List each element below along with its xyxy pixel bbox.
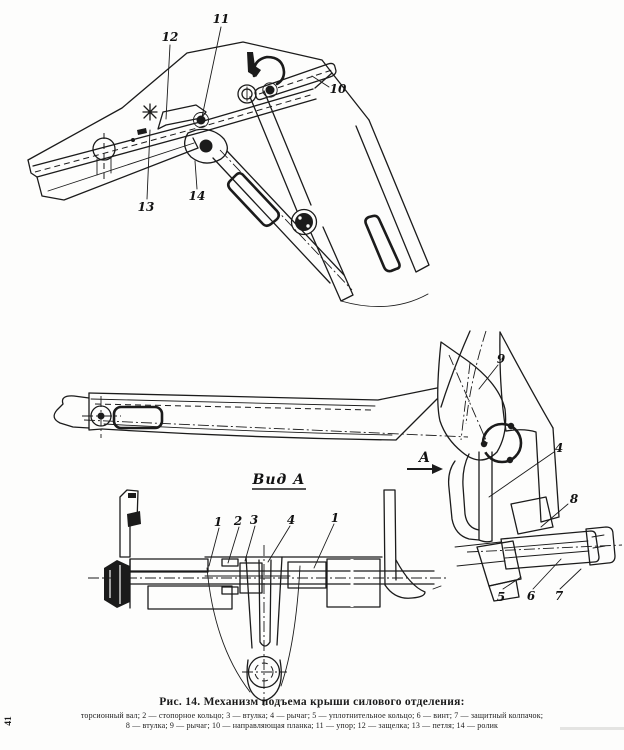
callout-1-left: 1 — [214, 515, 222, 529]
callout-3: 3 — [250, 513, 258, 527]
callout-5: 5 — [497, 590, 505, 604]
view-direction-label: А — [418, 450, 431, 466]
callout-11: 11 — [213, 12, 230, 26]
section-view-drawing: Вид А — [88, 472, 448, 706]
callout-2: 2 — [233, 514, 242, 528]
callout-9: 9 — [497, 352, 506, 366]
callout-4-section: 4 — [287, 513, 295, 527]
figure-caption: Рис. 14. Механизм подъема крыши силового… — [0, 696, 624, 730]
callout-8: 8 — [570, 492, 579, 506]
side-view-drawing: А 9 4 8 5 6 7 — [53, 330, 623, 604]
callout-14: 14 — [189, 189, 206, 203]
callout-10: 10 — [330, 82, 347, 96]
callout-12: 12 — [162, 30, 179, 44]
page-number: 41 — [4, 716, 14, 726]
figure-caption-title: Рис. 14. Механизм подъема крыши силового… — [159, 696, 465, 708]
figure-legend-line1: торсионный вал; 2 — стопорное кольцо; 3 … — [80, 711, 544, 720]
top-view-drawing: 12 11 10 13 14 — [27, 12, 430, 308]
callout-4-side: 4 — [555, 441, 563, 455]
view-direction-arrow-icon — [432, 464, 443, 474]
figure-legend-line2: 8 — втулка; 9 — рычаг; 10 — направляющая… — [125, 720, 499, 730]
callout-6: 6 — [527, 589, 536, 603]
callout-1-right: 1 — [331, 511, 339, 525]
scan-smudge — [560, 727, 624, 730]
callout-13: 13 — [138, 200, 155, 214]
callout-7: 7 — [555, 589, 564, 603]
view-a-title: Вид А — [251, 472, 305, 488]
